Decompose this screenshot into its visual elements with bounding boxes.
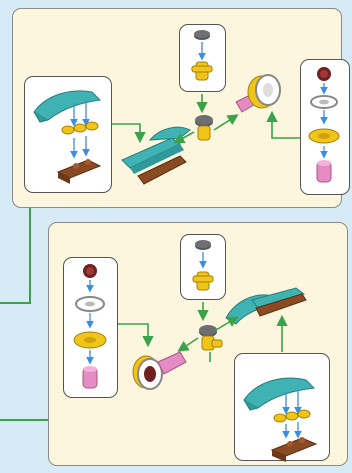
main-assembly-step-1 <box>121 74 281 185</box>
clip-arm-exploded-view-2 <box>243 377 318 462</box>
pin-connector-exploded-view-2 <box>192 240 214 291</box>
pin-connector-exploded-view-1 <box>191 30 213 81</box>
clip-arm-exploded-view-1 <box>33 90 102 184</box>
assembly-arrows-step-1 <box>112 94 300 144</box>
wheel-rim-exploded-view-1 <box>308 67 340 183</box>
assembly-arrows-step-2 <box>118 302 288 362</box>
main-assembly-step-2 <box>132 287 307 390</box>
wheel-rim-exploded-view-2 <box>73 264 107 389</box>
